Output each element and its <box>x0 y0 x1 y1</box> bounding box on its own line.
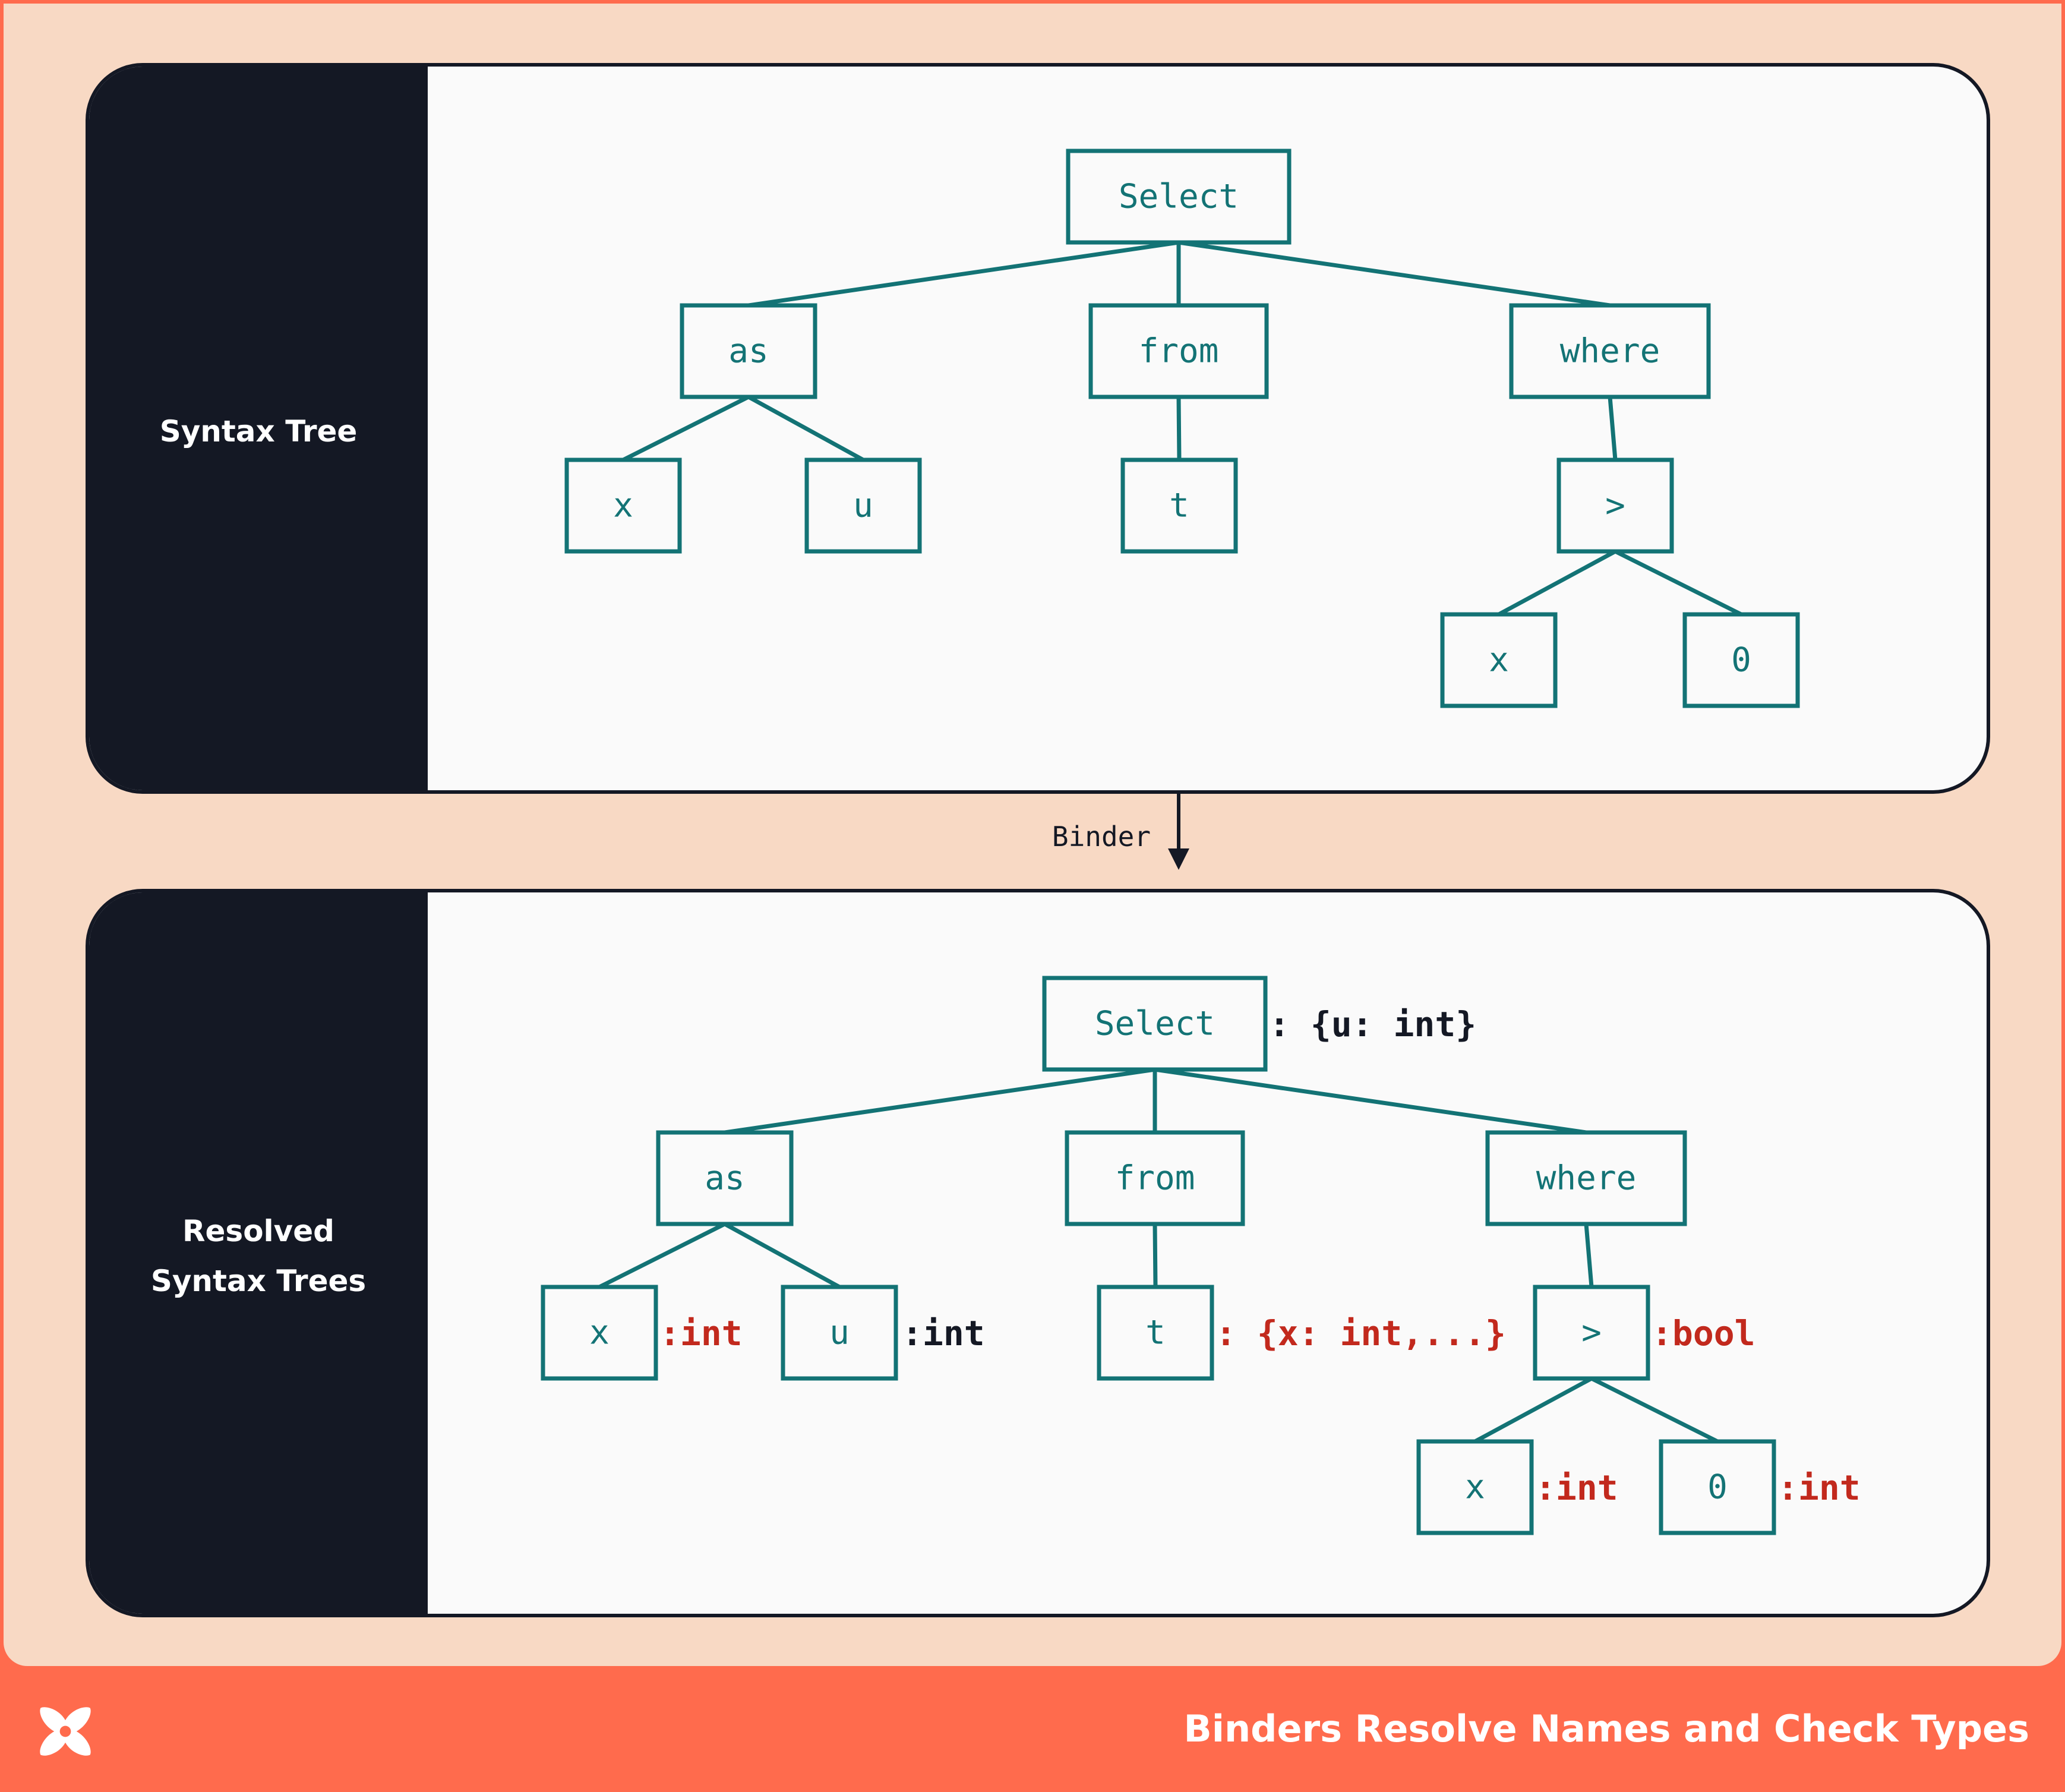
type-annotation-x2: :int <box>1535 1468 1618 1508</box>
resolved-node-label-t: t <box>1145 1314 1166 1352</box>
syntax-node-x2: x <box>1440 612 1558 708</box>
resolved-node-x2: x <box>1416 1439 1534 1535</box>
syntax-edge-as-x1 <box>622 395 750 462</box>
syntax-edge-select-as <box>748 240 1179 308</box>
syntax-node-box-select <box>1066 149 1292 245</box>
type-annotation-gt: :bool <box>1652 1313 1755 1354</box>
resolved-node-label-u: u <box>829 1314 850 1352</box>
syntax-node-label-as: as <box>728 332 768 371</box>
syntax-node-box-t <box>1120 458 1238 554</box>
type-annotation-u: :int <box>902 1313 985 1354</box>
resolved-node-label-x1: x <box>589 1314 610 1352</box>
type-annotation-select: : {u: int} <box>1269 1004 1476 1045</box>
binder-arrow-label: Binder <box>1052 821 1151 853</box>
resolved-node-box-zero <box>1659 1439 1776 1535</box>
resolved-node-label-zero: 0 <box>1707 1468 1728 1507</box>
syntax-node-box-x2 <box>1440 612 1558 708</box>
resolved-edge-where-gt <box>1584 1223 1594 1288</box>
resolved-node-select: Select <box>1042 976 1268 1072</box>
resolved-edge-select-where <box>1154 1067 1587 1135</box>
syntax-node-as: as <box>680 303 817 399</box>
resolved-node-box-from <box>1065 1130 1245 1226</box>
x-mark-logo-icon <box>40 1707 91 1756</box>
syntax-edge-gt-zero <box>1614 549 1742 617</box>
syntax-edge-gt-x2 <box>1498 549 1616 617</box>
resolved-node-box-t <box>1097 1285 1214 1381</box>
syntax-node-x1: x <box>564 458 682 554</box>
resolved-node-from: from <box>1065 1130 1245 1226</box>
syntax-edge-select-where <box>1178 240 1611 308</box>
syntax-node-box-x1 <box>564 458 682 554</box>
resolved-node-box-as <box>656 1130 794 1226</box>
type-annotations-layer: : {u: int} :int :int : {x: int,...} :bool :in… <box>659 1004 1861 1508</box>
syntax-node-where: where <box>1509 303 1711 399</box>
syntax-node-label-x2: x <box>1489 641 1509 680</box>
syntax-node-select: Select <box>1066 149 1292 245</box>
resolved-node-box-where <box>1485 1130 1687 1226</box>
syntax-node-box-where <box>1509 303 1711 399</box>
syntax-node-label-zero: 0 <box>1731 641 1751 680</box>
resolved-edge-select-as <box>724 1067 1155 1135</box>
resolved-label-line-2: Syntax Trees <box>150 1264 367 1298</box>
resolved-node-t: t <box>1097 1285 1214 1381</box>
resolved-node-label-gt: > <box>1581 1314 1602 1352</box>
syntax-node-label-x1: x <box>613 487 633 525</box>
syntax-node-label-t: t <box>1169 487 1189 525</box>
syntax-node-box-as <box>680 303 817 399</box>
syntax-node-box-from <box>1088 303 1269 399</box>
resolved-node-box-x2 <box>1416 1439 1534 1535</box>
syntax-node-box-zero <box>1682 612 1800 708</box>
resolved-node-box-gt <box>1533 1285 1650 1381</box>
resolved-node-label-from: from <box>1115 1159 1195 1198</box>
resolved-edge-as-x1 <box>598 1222 726 1289</box>
syntax-edge-as-u <box>747 395 864 462</box>
resolved-node-label-as: as <box>705 1159 744 1198</box>
resolved-edge-gt-x2 <box>1474 1376 1593 1444</box>
resolved-node-where: where <box>1485 1130 1687 1226</box>
syntax-node-box-u <box>804 458 922 554</box>
type-annotation-x1: :int <box>659 1313 743 1354</box>
resolved-node-as: as <box>656 1130 794 1226</box>
syntax-node-box-gt <box>1556 458 1674 554</box>
syntax-edge-where-gt <box>1608 396 1618 460</box>
type-annotation-zero: :int <box>1777 1468 1861 1508</box>
resolved-edge-gt-zero <box>1590 1376 1719 1444</box>
syntax-tree-panel: Syntax Tree <box>86 63 1990 794</box>
resolved-label-line-1: Resolved <box>182 1214 334 1248</box>
footer-title: Binders Resolve Names and Check Types <box>1183 1707 2030 1750</box>
resolved-node-x1: x <box>541 1285 658 1381</box>
resolved-node-gt: > <box>1533 1285 1650 1381</box>
syntax-node-t: t <box>1120 458 1238 554</box>
syntax-node-label-select: Select <box>1119 178 1239 216</box>
resolved-node-box-select <box>1042 976 1268 1072</box>
syntax-tree-sidebar: Syntax Tree <box>89 67 428 790</box>
syntax-node-label-u: u <box>853 487 873 525</box>
type-annotation-t: : {x: int,...} <box>1215 1313 1506 1354</box>
resolved-node-zero: 0 <box>1659 1439 1776 1535</box>
edges-layer <box>598 240 1742 1444</box>
syntax-node-zero: 0 <box>1682 612 1800 708</box>
syntax-node-u: u <box>804 458 922 554</box>
syntax-node-gt: > <box>1556 458 1674 554</box>
resolved-edge-as-u <box>724 1222 841 1289</box>
resolved-node-box-u <box>781 1285 898 1381</box>
syntax-node-label-where: where <box>1560 332 1660 371</box>
resolved-syntax-trees-sidebar: Resolved Syntax Trees <box>89 892 428 1614</box>
resolved-node-box-x1 <box>541 1285 658 1381</box>
resolved-node-label-where: where <box>1536 1159 1637 1198</box>
resolved-node-label-select: Select <box>1095 1005 1215 1043</box>
syntax-node-from: from <box>1088 303 1269 399</box>
syntax-tree-label: Syntax Tree <box>159 414 358 449</box>
resolved-node-label-x2: x <box>1465 1468 1485 1507</box>
syntax-node-label-gt: > <box>1605 487 1625 525</box>
syntax-node-label-from: from <box>1139 332 1219 371</box>
resolved-node-u: u <box>781 1285 898 1381</box>
